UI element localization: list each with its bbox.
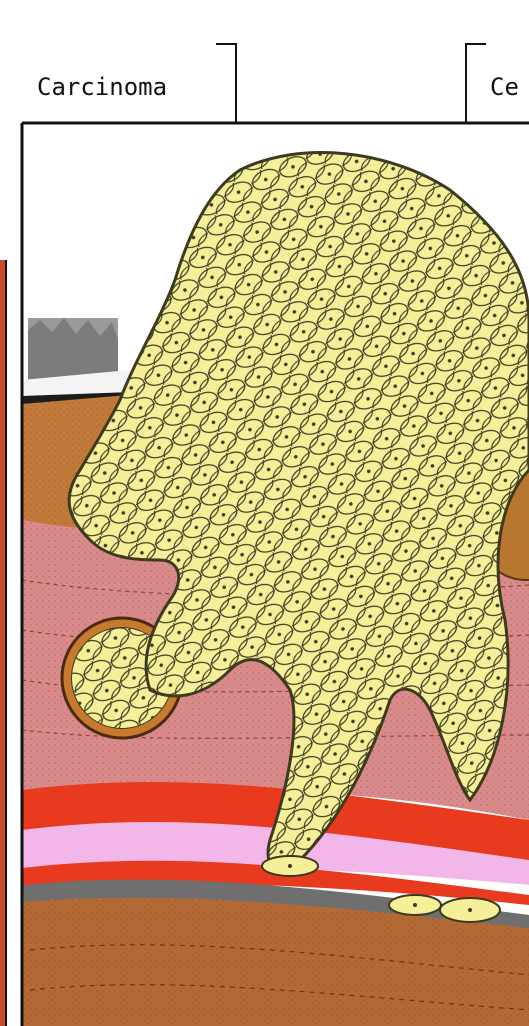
epithelium-cells [22, 318, 130, 404]
left-panel-edge [0, 260, 6, 1026]
